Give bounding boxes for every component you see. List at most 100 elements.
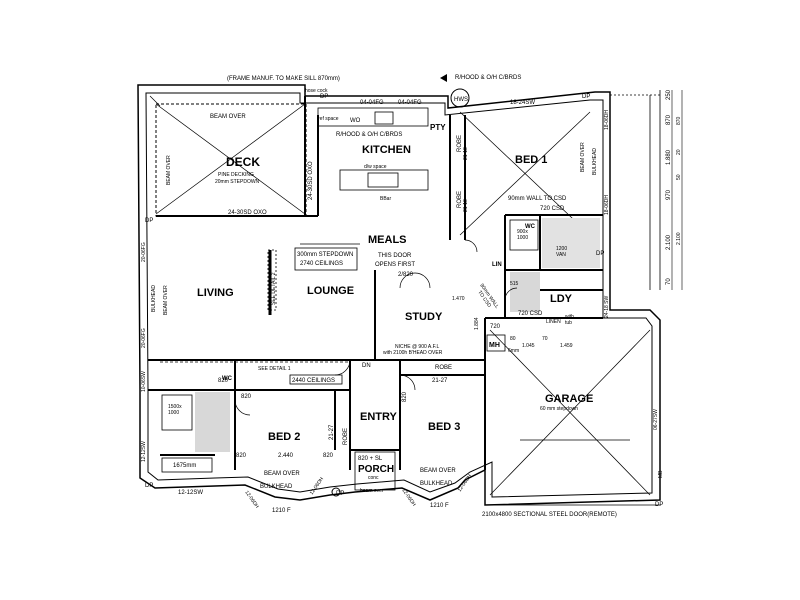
kitchen-bench-top	[317, 107, 429, 127]
dim-1-470: 1.470	[452, 296, 465, 302]
outer-walls	[137, 84, 661, 506]
ceiling-box	[289, 374, 343, 385]
dim-80: 80	[510, 336, 516, 342]
hatch-ldy	[510, 272, 540, 312]
flag-icon	[440, 74, 447, 82]
dim-720-csd: 720 CSD	[518, 311, 543, 317]
dimensions: 04-04FG 04-04FG 18-24SW 24-30SD OXO 24-3…	[141, 94, 664, 514]
notes: (FRAME MANUF. TO MAKE SILL 870mm) hose c…	[151, 75, 617, 518]
note-shower-2: 1000	[517, 235, 528, 241]
dim-720-csd-top: 720 CSD	[540, 206, 565, 212]
note-opens-first: OPENS FIRST	[375, 262, 415, 268]
note-vanity: 1200	[556, 246, 567, 252]
room-porch: PORCH	[358, 464, 394, 475]
porch-box	[354, 451, 396, 491]
dim-rh-d: 970	[666, 189, 672, 200]
shower-main	[161, 394, 193, 431]
room-mh: MH	[489, 342, 500, 349]
dim-1210f-b: 1210 F	[430, 503, 449, 509]
room-lounge: LOUNGE	[307, 285, 354, 297]
room-wc-ens: WC	[525, 224, 536, 230]
robe-bed3: ROBE	[435, 365, 452, 371]
interior-walls	[148, 96, 603, 470]
dim-1210f-a: 1210 F	[272, 508, 291, 514]
room-ldy: LDY	[550, 293, 573, 305]
note-shower-main-1: 1500x	[168, 404, 182, 410]
dim-24-18sw: 24-18 SW	[604, 295, 610, 318]
dim-820-b: 820	[236, 453, 247, 459]
dim-21-18-a: 21-18	[463, 147, 469, 160]
dim-21-18-b: 21-18	[463, 199, 469, 212]
room-labels: DECK KITCHEN BED 1 MEALS LIVING LOUNGE S…	[197, 123, 593, 475]
note-beam-over-living: BEAM OVER	[163, 285, 169, 315]
dim-21-27-a: 21-27	[329, 424, 335, 440]
note-wall-to-csd: 90mm WALL TO CSD	[508, 196, 567, 202]
note-garage-door: 2100x4800 SECTIONAL STEEL DOOR(REMOTE)	[482, 512, 617, 518]
hose-cock-icon	[331, 487, 341, 497]
note-porch-dim: 820 + SL	[358, 456, 383, 462]
dim-06-27sw: 06-27SW	[653, 409, 659, 430]
note-beam-over-bed1: BEAM OVER	[580, 142, 586, 172]
note-stepdown-lounge: 300mm STEPDOWN	[297, 252, 353, 258]
note-niche: NICHE @ 900 A.F.L	[395, 344, 439, 350]
dim-12-06dh-b: 12-06DH	[309, 476, 326, 496]
dim-18-06dh: 18-06DH	[604, 110, 610, 130]
dim-820-d: 820	[402, 391, 408, 402]
robe-kitchen-2: ROBE	[457, 191, 463, 208]
sink	[367, 172, 399, 188]
dim-rh-g: 870	[676, 116, 682, 125]
dim-18-24sw: 18-24SW	[510, 100, 535, 106]
note-ceilings-lounge: 2740 CEILINGS	[300, 261, 343, 267]
room-deck: DECK	[226, 155, 260, 169]
bed1-diagonals	[459, 111, 591, 236]
note-stepdown-deck: 20mm STEPDOWN	[215, 179, 260, 185]
dim-rh-h: 20	[676, 149, 682, 155]
note-rhood-top: R/HOOD & O/H C/BRDS	[455, 75, 521, 81]
dim-dp-b: DP	[582, 94, 590, 100]
note-pine-decking: PINE DECKING	[218, 172, 254, 178]
bath-main	[161, 457, 213, 473]
dim-70: 70	[542, 336, 548, 342]
dim-rh-c: 1.880	[666, 149, 672, 165]
dim-20-06fg-b: 20-06FG	[141, 328, 147, 348]
room-pty: PTY	[430, 123, 446, 132]
room-lin: LIN	[492, 262, 502, 268]
note-hose-cock: hose cock	[305, 88, 328, 94]
door-swings	[234, 239, 518, 416]
room-wc: WC	[222, 376, 233, 382]
dim-dp-g: DP	[655, 502, 663, 508]
inner-outline	[145, 92, 653, 498]
kitchen-island	[339, 169, 429, 191]
dim-12-06dh-a: 12-06DH	[243, 490, 260, 510]
note-bulkhead-bed1: BULKHEAD	[592, 148, 598, 175]
dim-rh-j: 2.100	[676, 232, 682, 245]
dim-1-884: 1.884	[474, 317, 480, 330]
hatch-ensuite	[542, 218, 600, 268]
dim-24-30sd-oxo-h: 24-30SD OXO	[228, 210, 267, 216]
note-rhood-kitchen: R/HOOD & O/H C/BRDS	[336, 132, 402, 138]
stepdown-box	[294, 247, 358, 271]
note-beam-over-bed2: BEAM OVER	[264, 471, 300, 477]
note-beam-over-deck-side: BEAM OVER	[166, 155, 172, 185]
note-garage-stepdown: 60 mm stepdown	[540, 406, 578, 412]
dim-dp-d: DP	[145, 483, 153, 489]
dim-515: 515	[510, 281, 519, 287]
note-bulkhead-living: BULKHEAD	[151, 285, 157, 312]
dim-dp-e: DP	[336, 491, 344, 497]
room-living: LIVING	[197, 287, 234, 299]
dim-rh-e: 2.100	[666, 234, 672, 250]
note-beam-over-deck: BEAM OVER	[210, 114, 246, 120]
note-see-detail-2: SEE DETAIL 2	[271, 272, 277, 305]
dim-1-045: 1.045	[522, 343, 535, 349]
note-tub: tub	[565, 320, 572, 326]
dim-12-12sw-v: 12-12SW	[141, 441, 147, 462]
dim-04-04fg-a: 04-04FG	[360, 100, 384, 106]
dim-2-440: 2.440	[278, 453, 294, 459]
hws-icon	[450, 88, 470, 108]
dim-04-04fg-b: 04-04FG	[398, 100, 422, 106]
dim-rh-i: 50	[676, 174, 682, 180]
note-beam-over-bed3: BEAM OVER	[420, 468, 456, 474]
mh-box	[486, 334, 506, 352]
shower-ensuite	[509, 219, 539, 251]
